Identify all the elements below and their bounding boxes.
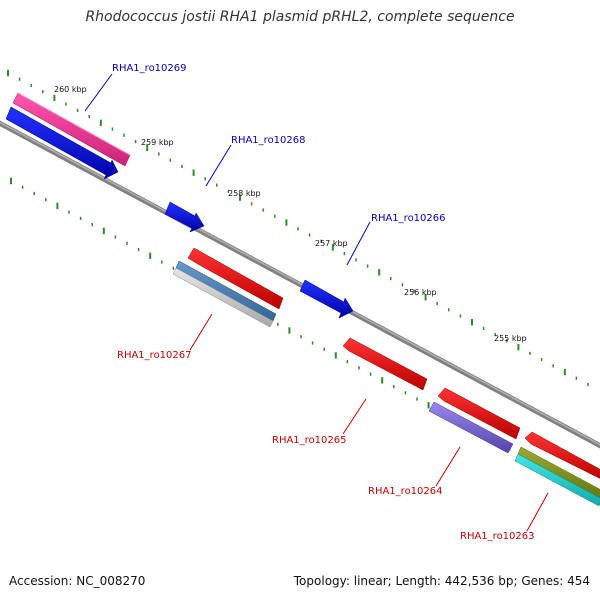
gene-RHA1_ro10265[interactable]	[342, 337, 428, 391]
gene-label-ro10264[interactable]: RHA1_ro10264	[368, 486, 443, 497]
gene-label-ro10266[interactable]: RHA1_ro10266	[371, 213, 446, 224]
gene-label-ro10269[interactable]: RHA1_ro10269	[112, 63, 187, 74]
gene-RHA1_ro10268[interactable]	[164, 201, 205, 233]
gene-RHA1_ro10269[interactable]	[12, 92, 131, 167]
gene-label-ro10267[interactable]: RHA1_ro10267	[117, 350, 192, 361]
tick-label-255: 255 kbp	[494, 334, 527, 343]
gene-label-ro10268[interactable]: RHA1_ro10268	[231, 135, 306, 146]
leader-line-ro10268	[205, 144, 232, 187]
tick-label-258: 258 kbp	[228, 189, 261, 198]
sequence-backbone	[0, 120, 600, 449]
gene-RHA1_ro10266[interactable]	[299, 279, 354, 319]
gene-label-ro10263[interactable]: RHA1_ro10263	[460, 531, 535, 542]
leader-line-ro10264	[435, 446, 461, 487]
leader-line-ro10265	[342, 398, 367, 435]
gene-RHA1_ro10267-b[interactable]	[172, 260, 277, 328]
sequence-summary: Topology: linear; Length: 442,536 bp; Ge…	[293, 574, 590, 588]
leader-line-ro10267	[189, 313, 213, 351]
gene-RHA1_ro10264[interactable]	[428, 401, 514, 454]
leader-line-ro10263	[526, 492, 549, 532]
gene-label-ro10265[interactable]: RHA1_ro10265	[272, 435, 347, 446]
gene-RHA1_ro10263-red[interactable]	[524, 431, 600, 480]
leader-line-ro10269	[84, 73, 113, 112]
gene-RHA1_ro10264-red[interactable]	[437, 387, 521, 440]
gene-RHA1_ro10267[interactable]	[187, 247, 284, 310]
tick-label-256: 256 kbp	[404, 288, 437, 297]
tick-label-259: 259 kbp	[141, 138, 174, 147]
sequence-backbone-highlight	[0, 121, 600, 446]
gene-RHA1_ro10269b[interactable]	[5, 106, 119, 180]
leader-line-ro10266	[346, 221, 371, 266]
tick-label-257: 257 kbp	[315, 239, 348, 248]
map-title: Rhodococcus jostii RHA1 plasmid pRHL2, c…	[85, 9, 515, 25]
gene-RHA1_ro10263[interactable]	[514, 446, 600, 507]
accession-text: Accession: NC_008270	[9, 574, 146, 588]
tick-label-260: 260 kbp	[54, 85, 87, 94]
